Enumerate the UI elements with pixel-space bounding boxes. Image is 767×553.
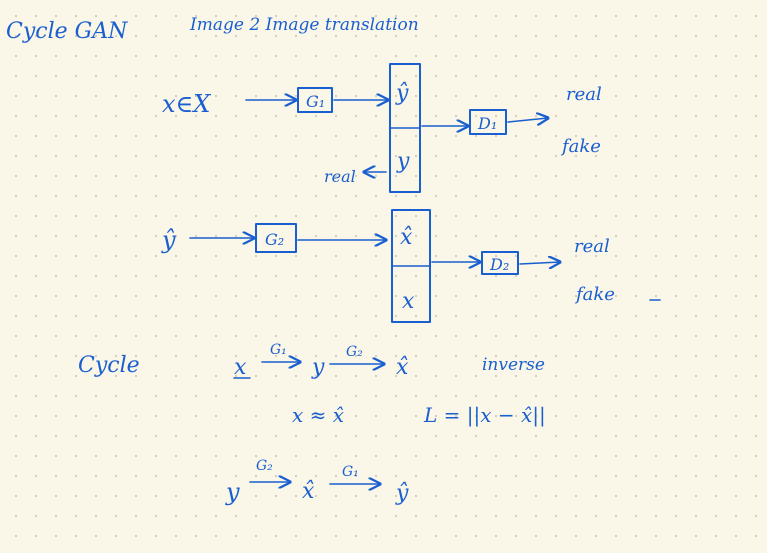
cycle-l1-g2: G₂ xyxy=(346,344,363,360)
cycle-l1-start: x xyxy=(234,355,247,380)
cycle-l3-g1: G₁ xyxy=(342,464,359,480)
diagram-g2: ŷ G₂ x̂ x D₂ real fake xyxy=(161,209,661,323)
d2-output-real: x xyxy=(402,289,415,314)
d1-generator-label: G₁ xyxy=(306,92,325,111)
d1-output-hat: ŷ xyxy=(395,81,409,106)
cycle-l3-mid: x̂ xyxy=(302,479,315,504)
d2-out-real: real xyxy=(574,236,610,257)
d1-out-real: real xyxy=(566,84,602,105)
cycle-l1-end: x̂ xyxy=(396,355,409,380)
d1-input-label: x∈X xyxy=(162,90,211,118)
d2-discriminator-label: D₂ xyxy=(489,255,509,274)
cycle-label: Cycle xyxy=(78,353,140,378)
cycle-l2-left: x ≈ x̂ xyxy=(292,403,344,427)
d2-generator-box xyxy=(255,223,297,253)
cycle-l2-loss: L = ||x − x̂|| xyxy=(423,403,546,428)
cycle-l1-g1: G₁ xyxy=(270,342,287,358)
cycle-l1-note: inverse xyxy=(482,355,545,375)
d2-generator-label: G₂ xyxy=(265,230,284,249)
title-text: Cycle GAN xyxy=(6,19,128,44)
d1-discriminator-label: D₁ xyxy=(477,114,497,133)
d2-out-fake: fake xyxy=(574,284,615,305)
d1-real-input-label: real xyxy=(324,167,356,186)
subtitle-text: Image 2 Image translation xyxy=(189,15,419,35)
d2-arrow-d2-out xyxy=(519,262,560,264)
d2-discriminator-box xyxy=(481,251,519,275)
d1-output-real: y xyxy=(396,149,410,174)
d1-out-fake: fake xyxy=(560,136,601,157)
cycle-l1-mid: y xyxy=(311,355,325,380)
cycle-section: Cycle x G₁ y G₂ x̂ inverse x ≈ x̂ L = ||… xyxy=(78,342,546,506)
cycle-l3-g2: G₂ xyxy=(256,458,273,474)
d2-input-label: ŷ xyxy=(161,226,176,254)
cycle-l3-end: ŷ xyxy=(395,481,409,506)
d1-arrow-d1-out xyxy=(507,118,548,122)
d2-output-hat: x̂ xyxy=(400,225,413,250)
cycle-l3-start: y xyxy=(225,478,240,506)
d1-generator-box xyxy=(297,87,333,113)
diagram-g1: x∈X G₁ ŷ y real D₁ real fake xyxy=(162,63,602,193)
d1-discriminator-box xyxy=(469,109,507,135)
